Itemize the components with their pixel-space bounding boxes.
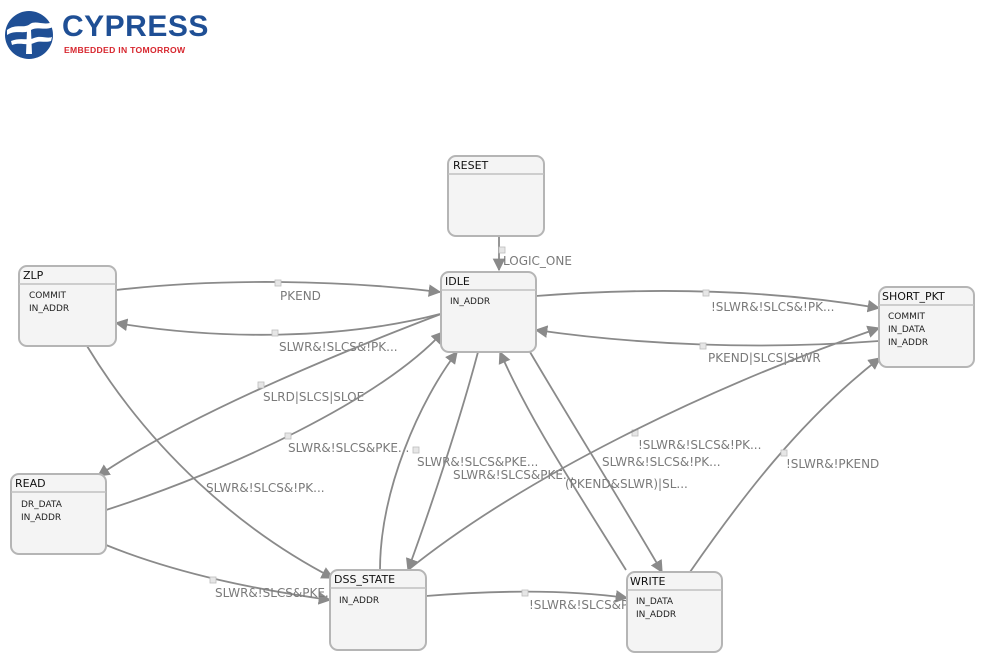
state-output: DR_DATA (21, 500, 63, 510)
transition-t8[interactable]: SLWR&!SLCS&!PK... (86, 345, 335, 579)
transition-t9[interactable]: SLWR&!SLCS&PKE... (379, 351, 538, 571)
state-output: IN_ADDR (21, 513, 61, 523)
state-read[interactable]: READ DR_DATA IN_ADDR (10, 473, 107, 555)
transition-label: PKEND|SLCS|SLWR (708, 351, 821, 365)
transition-t11[interactable]: !SLWR&!SLCS&!PK... (529, 351, 761, 574)
transition-t5[interactable]: PKEND|SLCS|SLWR (534, 325, 880, 365)
state-output: IN_DATA (636, 597, 674, 607)
state-output: IN_ADDR (636, 610, 676, 620)
cypress-logo: CYPRESS EMBEDDED IN TOMORROW (0, 8, 208, 60)
transition-t15[interactable]: SLWR&!SLCS&PKE... (105, 544, 336, 605)
state-title: ZLP (23, 269, 44, 282)
transition-label: !SLWR&!PKEND (786, 457, 879, 471)
transition-t6[interactable]: SLRD|SLCS|SLOE (96, 313, 442, 477)
transition-t16[interactable]: !SLWR&!SLCS&P... (425, 589, 638, 612)
state-output: IN_ADDR (888, 338, 928, 348)
brand-tagline: EMBEDDED IN TOMORROW (64, 45, 186, 55)
transition-label: PKEND (280, 289, 321, 303)
cypress-tree-icon (5, 11, 53, 59)
states: RESET IDLE IN_ADDR ZLP COMMIT IN_ADDR SH… (10, 155, 975, 653)
transition-label: SLWR&!SLCS&PKE... (453, 468, 574, 482)
transition-label: LOGIC_ONE (503, 254, 572, 268)
transition-label: SLWR&!SLCS&!PK... (206, 481, 325, 495)
state-output: COMMIT (29, 291, 67, 301)
transition-t2[interactable]: PKEND (115, 279, 442, 303)
state-output: IN_ADDR (29, 304, 69, 314)
transition-label: (PKEND&SLWR)|SL... (565, 477, 688, 491)
state-reset[interactable]: RESET (447, 155, 545, 237)
transition-label: SLWR&!SLCS&PKE... (215, 586, 336, 600)
state-title: READ (15, 477, 46, 490)
state-output: COMMIT (888, 312, 926, 322)
state-write[interactable]: WRITE IN_DATA IN_ADDR (626, 571, 723, 653)
transitions: LOGIC_ONE PKEND SLWR&!SLCS&!PK... !SLWR&… (86, 236, 881, 612)
transition-label: SLWR&!SLCS&PKE... (417, 455, 538, 469)
transition-label: !SLWR&!SLCS&P... (529, 598, 638, 612)
transition-t12[interactable]: (PKEND&SLWR)|SL... (498, 350, 688, 571)
transition-label: SLWR&!SLCS&!PK... (279, 340, 398, 354)
state-title: SHORT_PKT (882, 290, 945, 303)
transition-label: !SLWR&!SLCS&!PK... (638, 438, 761, 452)
transition-t4[interactable]: !SLWR&!SLCS&!PK... (535, 289, 881, 314)
state-title: IDLE (445, 275, 470, 288)
state-short-pkt[interactable]: SHORT_PKT COMMIT IN_DATA IN_ADDR (878, 286, 975, 368)
state-idle[interactable]: IDLE IN_ADDR (440, 271, 537, 353)
transition-t14[interactable]: !SLWR&!PKEND (689, 357, 881, 573)
transition-t13[interactable]: SLWR&!SLCS&!PK... (407, 325, 881, 571)
state-title: WRITE (630, 575, 665, 588)
state-output: IN_DATA (888, 325, 926, 335)
brand-name: CYPRESS (62, 10, 209, 43)
transition-t7[interactable]: SLWR&!SLCS&PKE... (105, 331, 444, 511)
state-title: RESET (453, 159, 489, 172)
transition-t1[interactable]: LOGIC_ONE (492, 236, 572, 272)
transition-label: SLWR&!SLCS&PKE... (288, 441, 409, 455)
state-title: DSS_STATE (334, 573, 395, 586)
state-dss-state[interactable]: DSS_STATE IN_ADDR (329, 569, 427, 651)
transition-label: !SLWR&!SLCS&!PK... (711, 300, 834, 314)
state-output: IN_ADDR (339, 596, 379, 606)
state-zlp[interactable]: ZLP COMMIT IN_ADDR (18, 265, 117, 347)
transition-label: SLRD|SLCS|SLOE (263, 390, 364, 404)
transition-label: SLWR&!SLCS&!PK... (602, 455, 721, 469)
state-output: IN_ADDR (450, 297, 490, 307)
